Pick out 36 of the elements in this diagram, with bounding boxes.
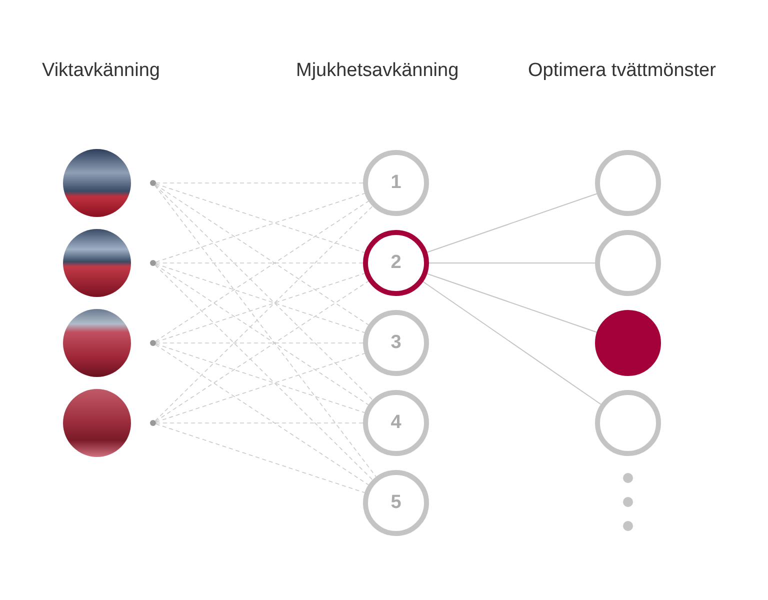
dashed-connector — [154, 206, 373, 422]
dashed-connector — [155, 184, 366, 254]
connector-line — [426, 273, 598, 333]
dashed-connector — [155, 200, 369, 342]
column-heading: Mjukhetsavkänning — [296, 60, 459, 82]
connection-dot — [150, 180, 156, 186]
connector-line — [422, 281, 602, 405]
circle-number: 3 — [390, 332, 402, 354]
dashed-connector — [154, 184, 376, 478]
circle-number: 2 — [390, 252, 402, 274]
circle-number: 1 — [390, 172, 402, 194]
dashed-connector — [156, 182, 364, 184]
dashed-connector — [155, 192, 366, 262]
dashed-connector — [154, 264, 373, 480]
connector-line — [428, 262, 596, 264]
column-heading: Viktavkänning — [42, 60, 160, 82]
dashed-connector — [156, 422, 364, 424]
dashed-connector — [155, 344, 366, 414]
dashed-connector — [155, 272, 366, 342]
dashed-connector — [155, 264, 369, 406]
dashed-connector — [155, 280, 369, 422]
connection-dot — [150, 260, 156, 266]
connection-dot — [150, 340, 156, 346]
circle-number: 4 — [390, 412, 402, 434]
dashed-connector — [156, 262, 364, 264]
dashed-connector — [155, 184, 369, 326]
connection-dot — [150, 420, 156, 426]
dashed-connector — [155, 352, 366, 422]
column-heading: Optimera tvättmönster — [528, 60, 716, 82]
dashed-connector — [155, 344, 369, 486]
connector-line — [426, 193, 598, 253]
dashed-connector — [155, 424, 366, 494]
circle-number: 5 — [390, 492, 402, 514]
dashed-connector — [155, 264, 366, 334]
dashed-connector — [156, 342, 364, 344]
dashed-connector — [154, 184, 373, 400]
